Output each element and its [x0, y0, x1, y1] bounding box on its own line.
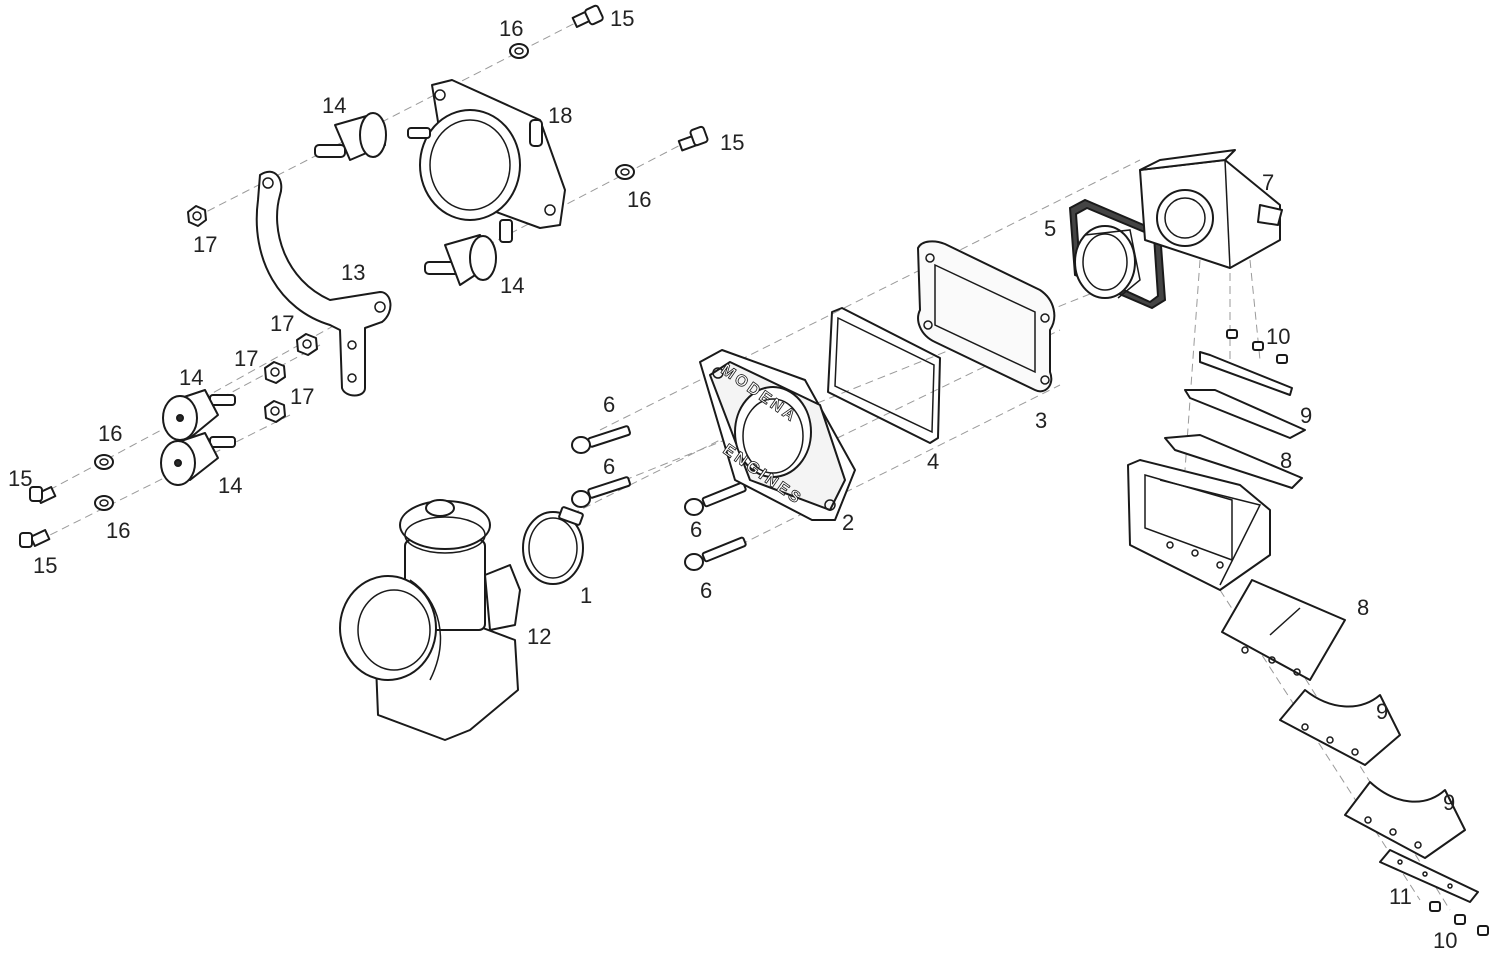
bolt-6-c	[684, 481, 747, 516]
callout-13: 13	[341, 260, 365, 285]
callout-4: 4	[927, 449, 939, 474]
screws-10-top	[1226, 329, 1288, 364]
callout-16-left-b: 16	[106, 518, 130, 543]
nut-17-b	[296, 333, 318, 356]
callout-18: 18	[548, 103, 572, 128]
fuel-pump-18	[407, 79, 566, 243]
callout-15-mid: 15	[720, 130, 744, 155]
carburetor-12	[339, 499, 521, 741]
callout-6-a: 6	[603, 392, 615, 417]
callout-11: 11	[1389, 884, 1412, 909]
screw-15-left-b	[19, 529, 51, 548]
rubber-mount-14-left-b	[160, 432, 236, 486]
callout-15-top: 15	[610, 6, 634, 31]
screw-15-mid	[677, 125, 709, 152]
screws-10-bottom	[1429, 901, 1489, 936]
callout-6-d: 6	[700, 578, 712, 603]
screw-15-top	[571, 4, 604, 28]
gasket-4	[827, 307, 941, 444]
callout-14-mid: 14	[500, 273, 524, 298]
washer-16-top	[509, 43, 529, 59]
callout-16-left-a: 16	[98, 421, 122, 446]
nut-17-c	[264, 361, 286, 384]
callout-8-a: 8	[1280, 448, 1292, 473]
callout-17-a: 17	[193, 232, 217, 257]
nut-17-top	[187, 205, 207, 227]
reed-stopper-9-bottom	[1344, 781, 1466, 859]
callout-15-left-b: 15	[33, 553, 57, 578]
callout-14-left-a: 14	[179, 365, 203, 390]
reed-cage	[1127, 459, 1271, 591]
washer-16-left-b	[94, 495, 114, 511]
reed-stopper-9-middle	[1279, 689, 1401, 766]
bolt-6-d	[684, 536, 747, 571]
intake-manifold-5	[1068, 198, 1167, 310]
reed-petal-8-top	[1164, 434, 1303, 489]
callout-labels: 16 15 14 18 15 16 17 13 14 7 5 17 17 17 …	[8, 6, 1457, 953]
callout-14-top: 14	[322, 93, 346, 118]
callout-5: 5	[1044, 216, 1056, 241]
washer-16-mid	[615, 164, 635, 180]
bolt-6-a	[571, 425, 631, 454]
callout-3: 3	[1035, 408, 1047, 433]
rubber-mount-14-top	[314, 112, 387, 161]
callout-6-c: 6	[690, 517, 702, 542]
callout-10-top: 10	[1266, 324, 1290, 349]
reed-housing-7	[1139, 149, 1283, 269]
callout-17-c: 17	[234, 346, 258, 371]
callout-17-b: 17	[270, 311, 294, 336]
callout-9-c: 9	[1443, 790, 1455, 815]
callout-6-b: 6	[603, 454, 615, 479]
callout-17-d: 17	[290, 384, 314, 409]
screw-15-left-a	[29, 486, 57, 504]
hose-clamp-1	[522, 506, 584, 585]
callout-1: 1	[580, 583, 592, 608]
washer-16-left-a	[94, 454, 114, 470]
callout-16-top: 16	[499, 16, 523, 41]
gasket-3	[917, 240, 1056, 393]
callout-9-b: 9	[1376, 699, 1388, 724]
callout-16-mid: 16	[627, 187, 651, 212]
callout-12: 12	[527, 624, 551, 649]
callout-7: 7	[1262, 170, 1274, 195]
reed-stopper-9-top	[1184, 389, 1306, 439]
retainer-strip-top	[1199, 351, 1293, 396]
bolt-6-b	[571, 476, 631, 508]
callout-15-left-a: 15	[8, 466, 32, 491]
reed-petal-8-bottom	[1221, 579, 1346, 681]
callout-8-b: 8	[1357, 595, 1369, 620]
nut-17-d	[264, 400, 286, 423]
rubber-mount-14-mid	[424, 234, 497, 286]
callout-14-left-b: 14	[218, 473, 242, 498]
callout-10-bottom: 10	[1433, 928, 1457, 953]
callout-9-a: 9	[1300, 403, 1312, 428]
rubber-mount-14-left-a	[162, 389, 236, 441]
bracket-13	[255, 170, 392, 397]
retainer-strip-11	[1379, 849, 1479, 903]
callout-2: 2	[842, 510, 854, 535]
